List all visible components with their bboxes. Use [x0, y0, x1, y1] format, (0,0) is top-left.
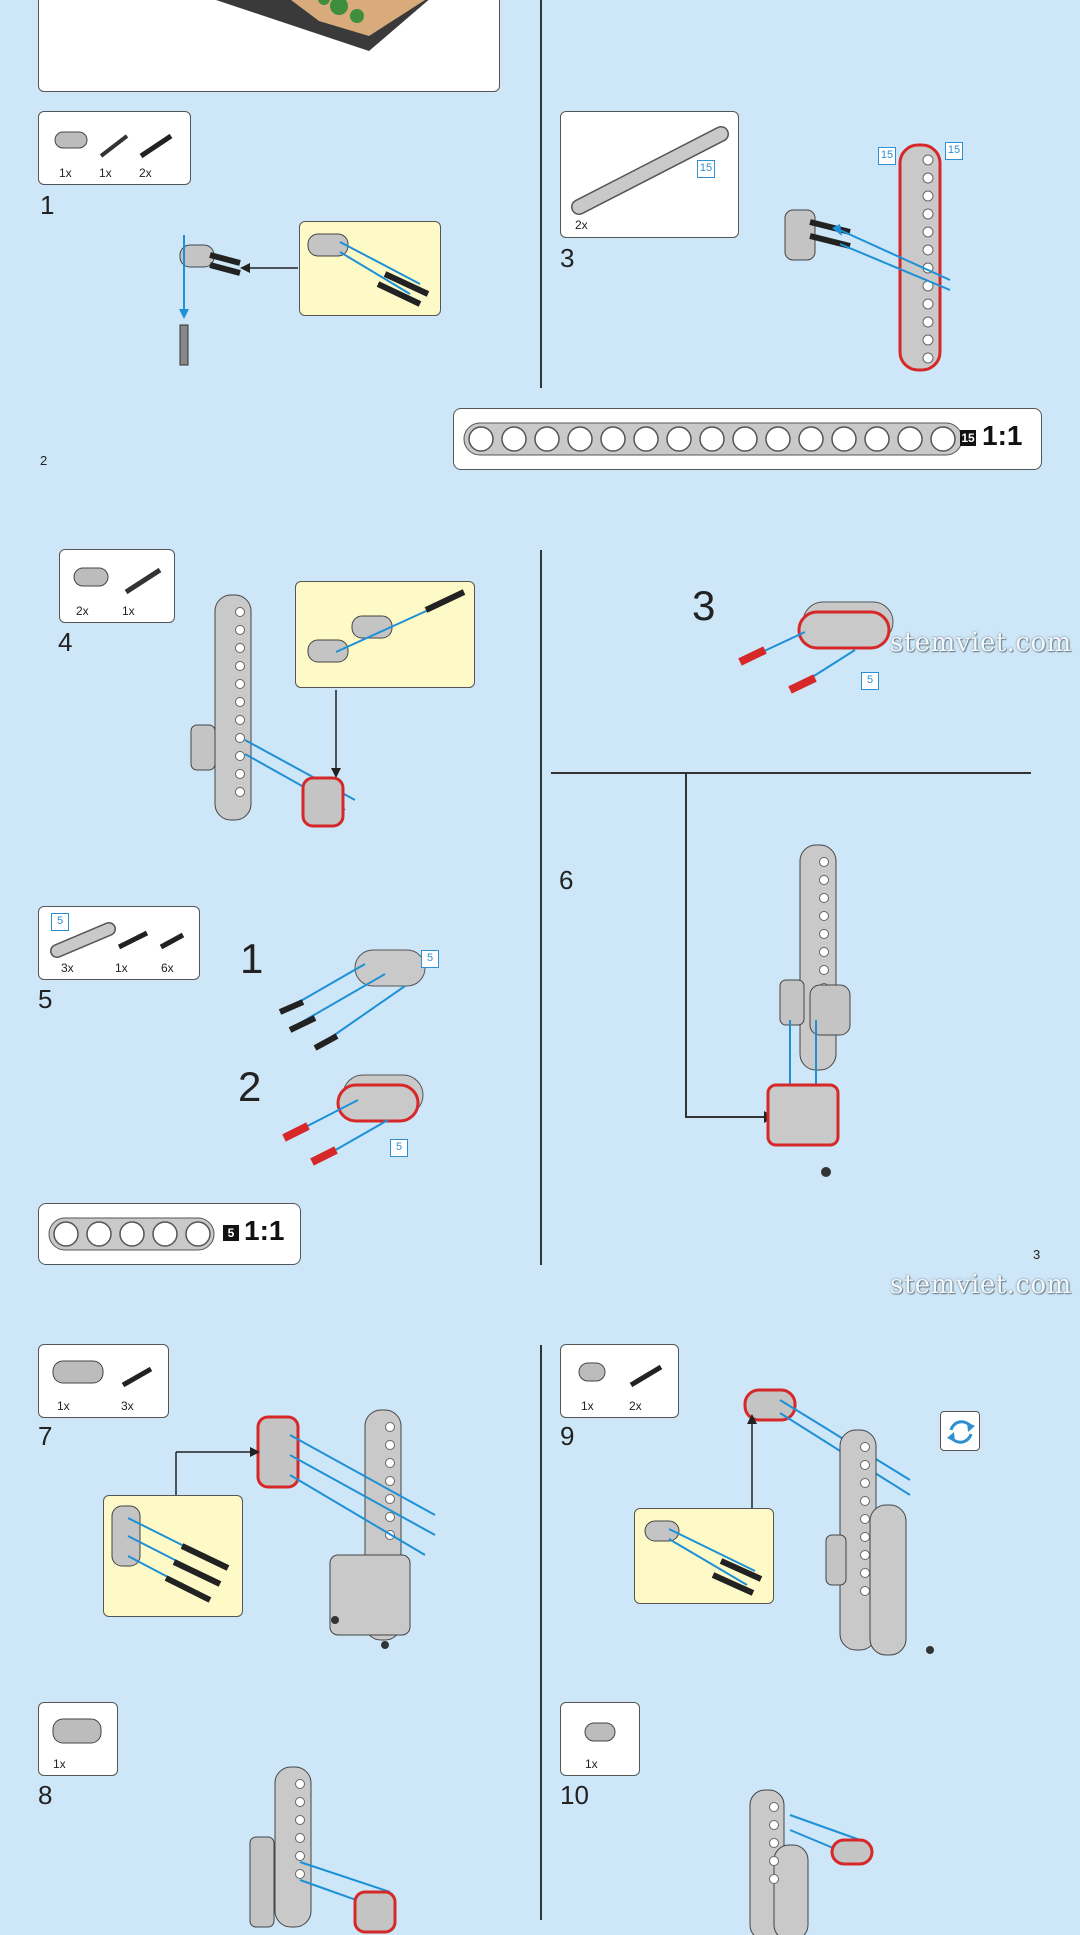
page-number-right: 3 — [1033, 1247, 1041, 1262]
column-divider-middle — [540, 550, 542, 1265]
ruler-15-scale: 1:1 — [982, 420, 1023, 451]
ruler-5: 5 1:1 — [38, 1203, 301, 1265]
ruler-15-badge: 15 — [960, 430, 976, 446]
step7-parts-box: 1x 3x — [38, 1344, 169, 1418]
ruler-5-badge: 5 — [223, 1225, 239, 1241]
step6-connector-vertical — [685, 772, 687, 1117]
step5-number: 5 — [38, 984, 53, 1014]
ruler-15: 15 1:1 — [453, 408, 1042, 470]
step10-number: 10 — [560, 1780, 589, 1810]
ruler-5-scale: 1:1 — [244, 1215, 285, 1246]
beam-15-icon — [571, 126, 729, 215]
step4-qty-1: 2x — [76, 604, 89, 618]
watermark-1: stemviet.com — [890, 628, 1072, 658]
step1-callout-image — [307, 233, 430, 307]
step4-callout — [295, 581, 475, 688]
previous-model-image — [216, 0, 429, 51]
step9-parts-icons — [578, 1362, 663, 1388]
step3-callout-15b: 15 — [945, 142, 963, 160]
substep-1-number: 1 — [240, 935, 264, 982]
step5-qty-1: 3x — [61, 961, 74, 975]
step8-number: 8 — [38, 1780, 53, 1810]
step1-number: 1 — [40, 190, 55, 220]
step9-parts-box: 1x 2x — [560, 1344, 679, 1418]
step8-parts-icons — [52, 1718, 102, 1744]
step1-qty-2: 1x — [99, 166, 112, 180]
step9-qty-2: 2x — [629, 1399, 642, 1413]
column-divider-bottom — [540, 1345, 542, 1920]
step7-callout-arrow — [175, 1447, 260, 1495]
step3-parts-box: 15 2x — [560, 111, 739, 238]
substep-2-number: 2 — [238, 1063, 262, 1110]
step7-callout — [103, 1495, 243, 1617]
row-divider-right — [551, 772, 1031, 774]
step1-parts-icons — [54, 131, 173, 159]
step7-number: 7 — [38, 1421, 53, 1451]
substep-3-assembly — [738, 601, 894, 694]
step4-number: 4 — [58, 627, 73, 657]
step4-parts-icons — [73, 567, 162, 595]
step6-connector-horizontal — [685, 1116, 765, 1118]
step3-beam-label: 15 — [697, 160, 715, 178]
step6-assembly — [766, 844, 851, 1177]
step5-qty-2: 1x — [115, 961, 128, 975]
step7-parts-icons — [52, 1360, 153, 1388]
step1-qty-3: 2x — [139, 166, 152, 180]
step1-parts-box: 1x 1x 2x — [38, 111, 191, 185]
step3-qty: 2x — [575, 218, 588, 232]
step7-qty-1: 1x — [57, 1399, 70, 1413]
column-divider-top — [540, 0, 542, 388]
step7-callout-image — [111, 1505, 230, 1603]
step4-assembly — [190, 594, 356, 828]
step9-qty-1: 1x — [581, 1399, 594, 1413]
step4-callout-image — [307, 589, 466, 663]
step1-assembly — [179, 235, 298, 366]
step8-assembly — [249, 1766, 397, 1934]
watermark-2: stemviet.com — [890, 1270, 1072, 1300]
step10-parts-box: 1x — [560, 1702, 640, 1776]
page-number-left: 2 — [40, 453, 48, 468]
step8-qty-1: 1x — [53, 1757, 66, 1771]
step10-assembly — [749, 1789, 874, 1935]
step4-qty-2: 1x — [122, 604, 135, 618]
step6-number: 6 — [559, 865, 574, 895]
step7-qty-2: 3x — [121, 1399, 134, 1413]
rotate-model-button[interactable] — [940, 1411, 980, 1451]
step10-parts-icons — [584, 1722, 616, 1742]
step9-callout — [634, 1508, 774, 1604]
step1-qty-1: 1x — [59, 166, 72, 180]
step5-parts-box: 5 3x 1x 6x — [38, 906, 200, 980]
step3-assembly — [784, 143, 951, 372]
step1-callout — [299, 221, 441, 316]
ruler-5-holes — [48, 1217, 215, 1251]
step8-parts-box: 1x — [38, 1702, 118, 1776]
step9-callout-arrow — [747, 1414, 757, 1508]
substep-3-number: 3 — [692, 582, 716, 629]
substep-2-assembly — [282, 1074, 424, 1166]
substep-1-beam-label: 5 — [421, 950, 439, 968]
substep-3-beam-label: 5 — [861, 672, 879, 690]
step4-parts-box: 2x 1x — [59, 549, 175, 623]
previous-model-frame — [38, 0, 500, 92]
step7-assembly — [256, 1409, 436, 1649]
step9-callout-image — [644, 1520, 763, 1596]
step5-parts-icons — [50, 922, 185, 958]
ruler-15-holes — [463, 422, 963, 456]
step10-qty-1: 1x — [585, 1757, 598, 1771]
step3-number: 3 — [560, 243, 575, 273]
step9-number: 9 — [560, 1421, 575, 1451]
step9-assembly — [743, 1388, 934, 1656]
step3-callout-15a: 15 — [878, 147, 896, 165]
step5-beam-label: 5 — [51, 913, 69, 931]
substep-1-assembly — [278, 949, 426, 1051]
step5-qty-3: 6x — [161, 961, 174, 975]
substep-2-beam-label: 5 — [390, 1139, 408, 1157]
rotate-icon — [947, 1420, 975, 1444]
